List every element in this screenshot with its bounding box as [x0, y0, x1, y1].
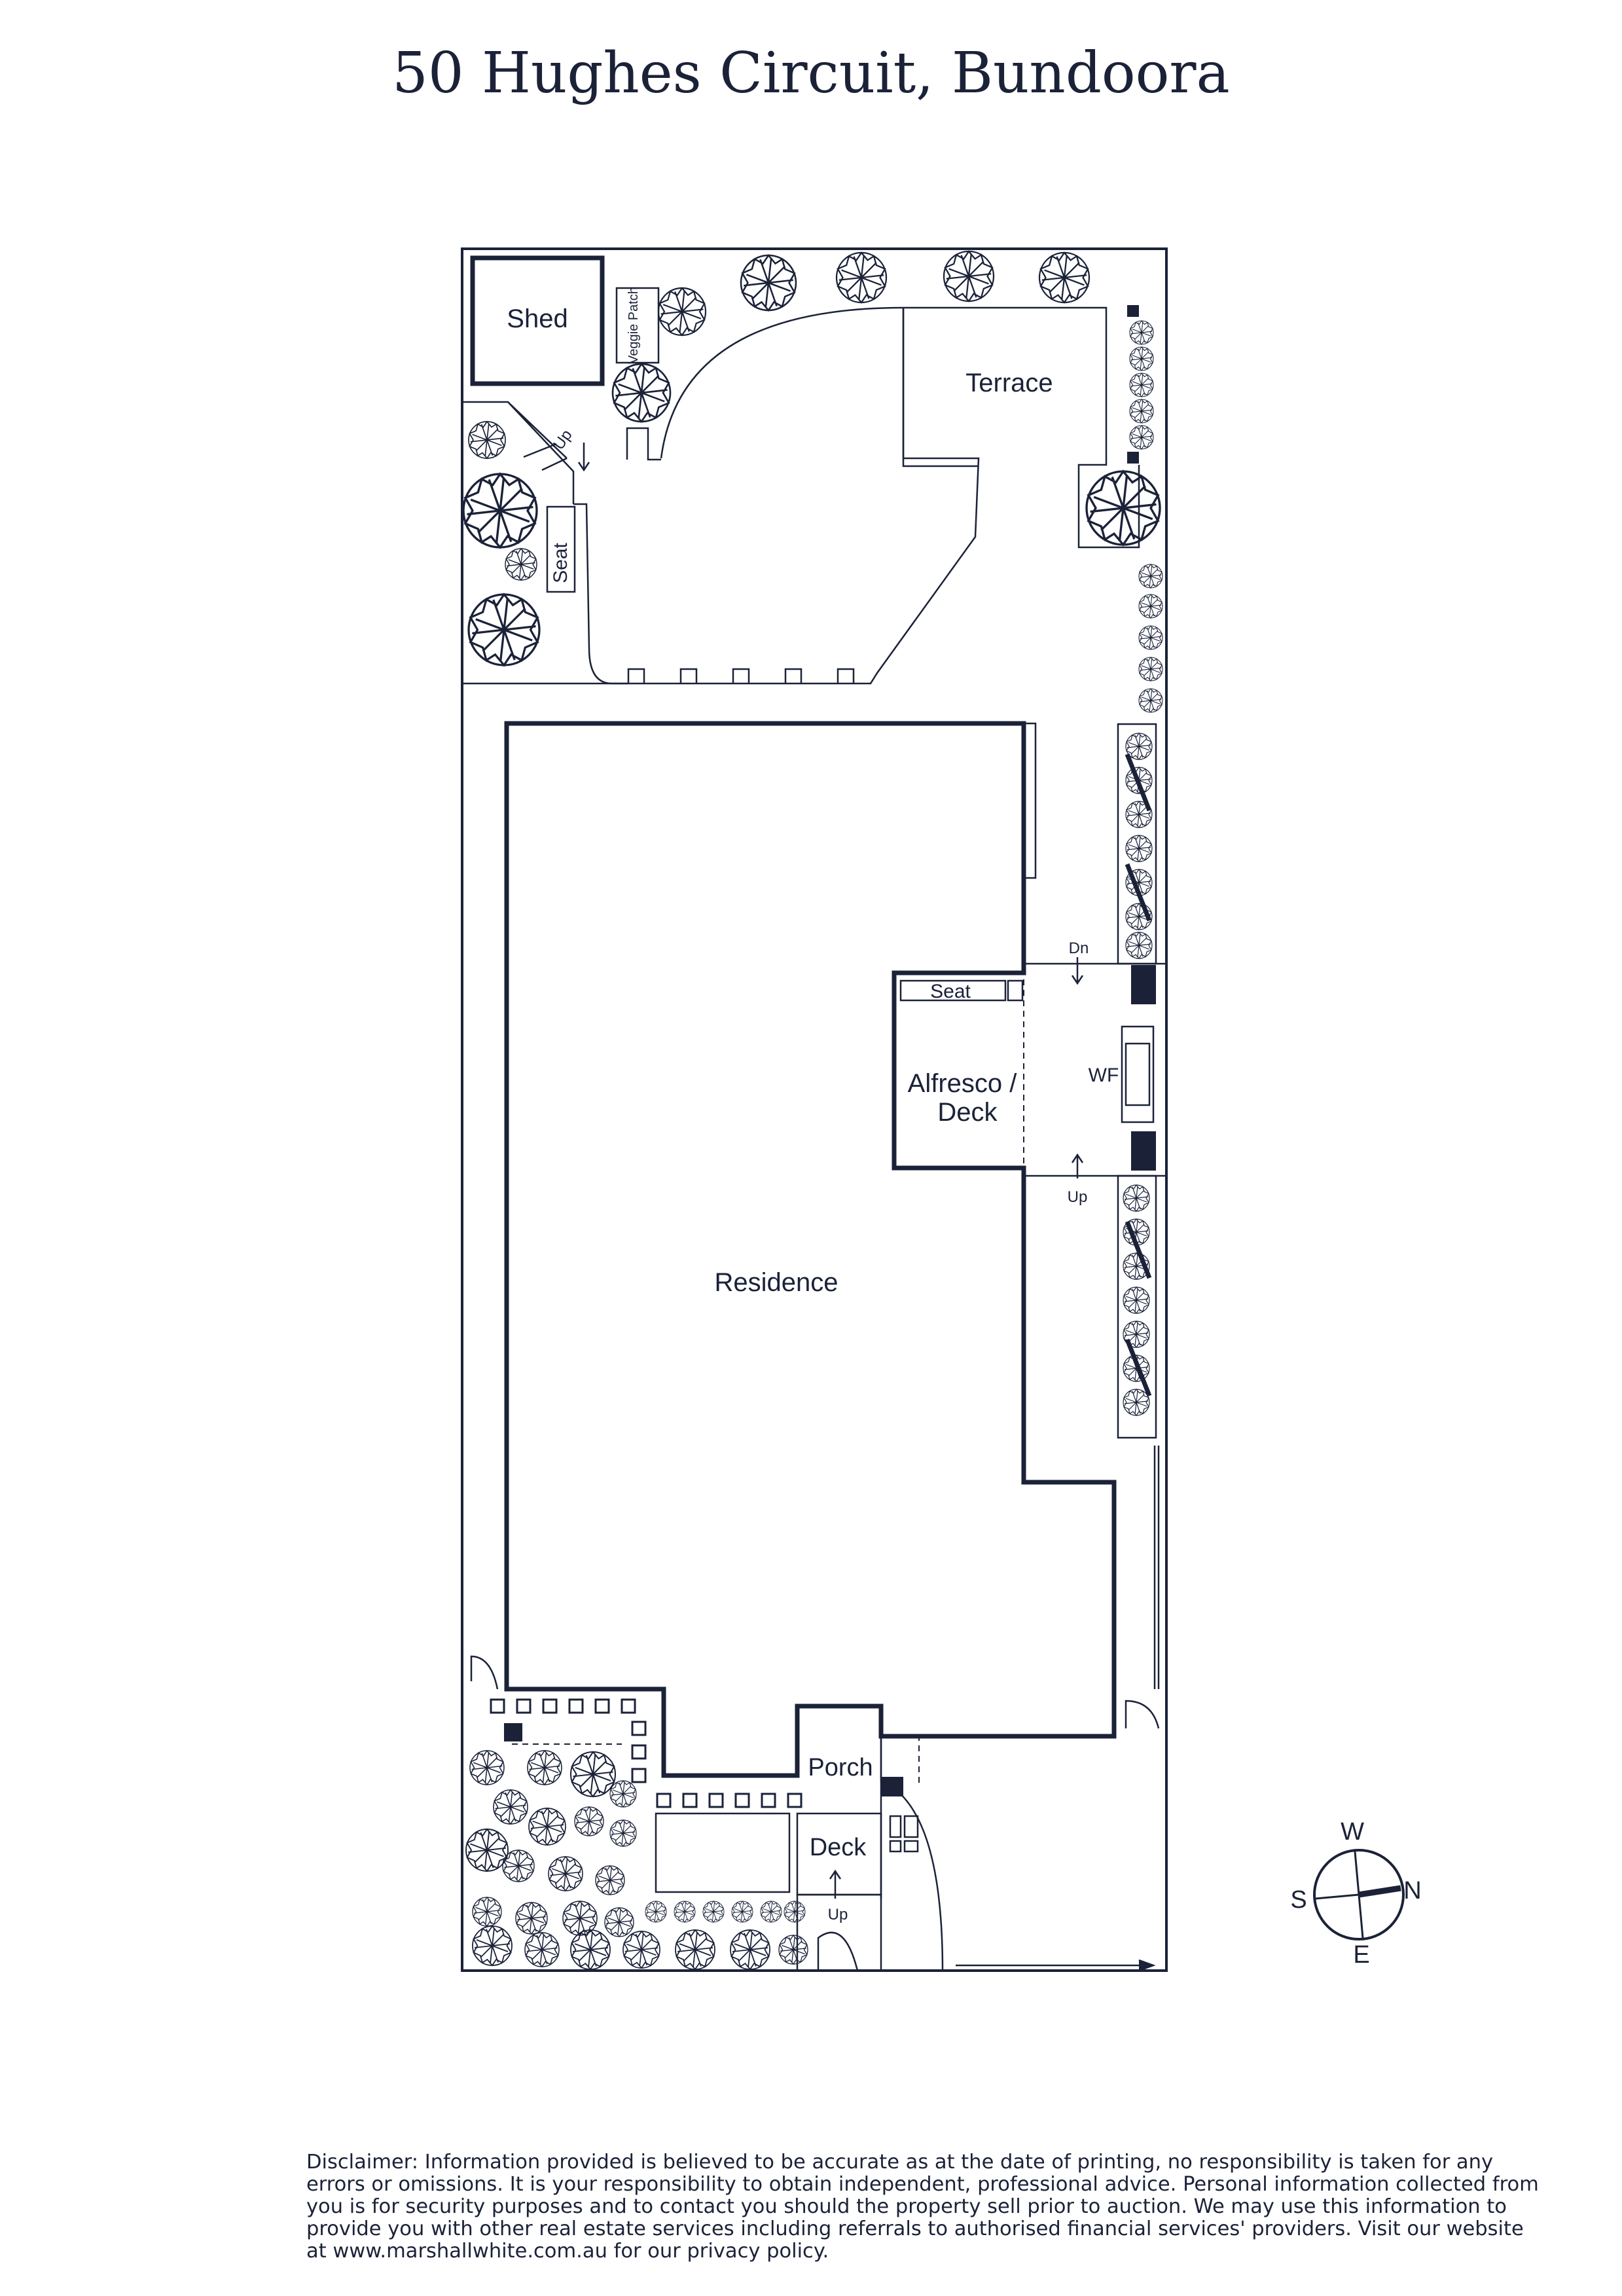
label-seat-alfresco: Seat [930, 981, 971, 1002]
label-up-front: Up [828, 1906, 848, 1923]
shed [470, 255, 605, 386]
planter-lower [1117, 1175, 1157, 1439]
label-deck-front: Deck [810, 1834, 867, 1861]
compass-w: W [1341, 1818, 1364, 1846]
lawn-curve [660, 306, 1140, 549]
planter-upper [1117, 723, 1157, 965]
label-shed: Shed [507, 304, 568, 333]
trees [462, 250, 1163, 1970]
compass [1313, 1849, 1405, 1941]
label-wf: WF [1089, 1065, 1119, 1086]
label-residence: Residence [714, 1268, 838, 1297]
label-dn: Dn [1069, 939, 1089, 957]
compass-n: N [1403, 1877, 1421, 1904]
terrace [902, 308, 979, 467]
disclaimer-text: Disclaimer: Information provided is beli… [306, 2151, 1539, 2263]
compass-e: E [1353, 1941, 1369, 1969]
label-seat-garden: Seat [550, 542, 571, 583]
label-porch: Porch [808, 1754, 873, 1781]
residence-outline [504, 721, 1117, 1778]
label-veggie-patch: Veggie Patch [626, 287, 641, 364]
porch [796, 1706, 882, 1899]
lawn-outline [462, 308, 980, 685]
wood-fire [1121, 1025, 1155, 1123]
garden-seat [546, 505, 576, 593]
compass-s: S [1290, 1886, 1307, 1914]
veggie-patch [615, 287, 660, 364]
label-up-alfresco: Up [1068, 1188, 1088, 1206]
label-terrace: Terrace [965, 369, 1053, 397]
label-up-garden: Up [550, 426, 576, 453]
label-alfresco: Alfresco / [908, 1069, 1018, 1098]
label-deck-alfresco: Deck [937, 1098, 998, 1127]
alfresco-seat [899, 979, 1007, 1002]
page-title: 50 Hughes Circuit, Bundoora [392, 41, 1230, 106]
